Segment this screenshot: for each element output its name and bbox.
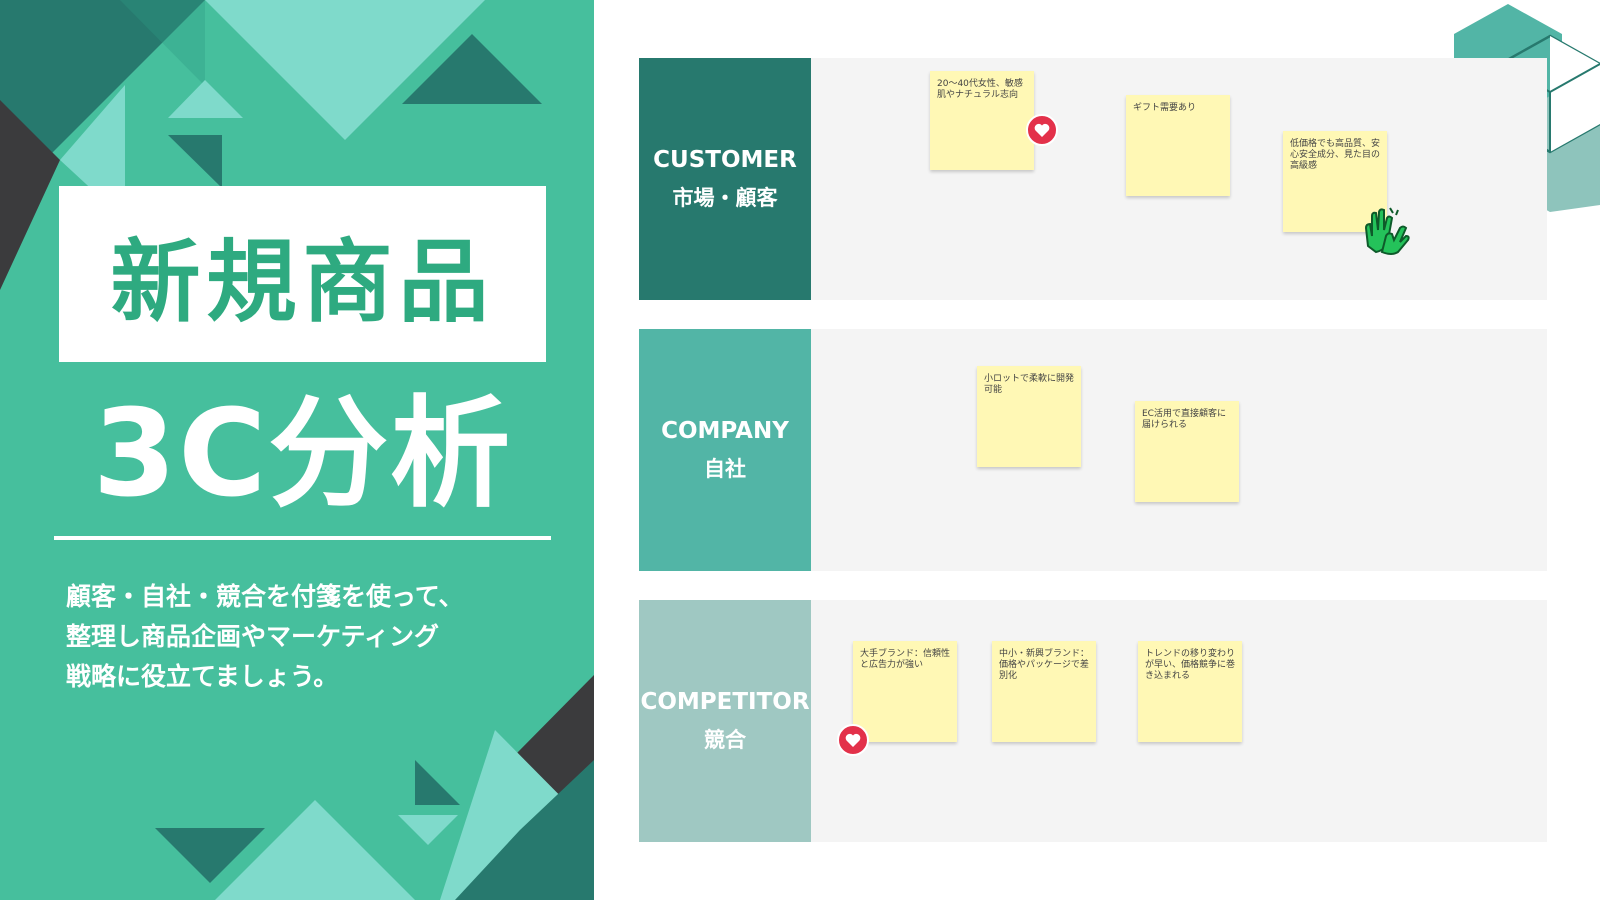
sticky-note[interactable]: EC活用で直接顧客に届けられる [1135,401,1239,502]
sticky-note[interactable]: ギフト需要あり [1126,95,1230,196]
sticky-note[interactable]: 中小・新興ブランド：価格やパッケージで差別化 [992,641,1096,742]
customer-label: CUSTOMER 市場・顧客 [639,58,811,300]
company-row: COMPANY 自社 小ロットで柔軟に開発可能 EC活用で直接顧客に届けられる [639,329,1547,571]
intro-panel: 新規商品 3C分析 顧客・自社・競合を付箋を使って、 整理し商品企画やマーケティ… [0,0,594,900]
competitor-label: COMPETITOR 競合 [639,600,811,842]
customer-label-en: CUSTOMER [653,147,797,173]
description: 顧客・自社・競合を付箋を使って、 整理し商品企画やマーケティング 戦略に役立てま… [66,577,566,697]
description-line: 顧客・自社・競合を付箋を使って、 [66,582,464,611]
description-line: 整理し商品企画やマーケティング [66,622,440,651]
company-label-en: COMPANY [661,418,789,444]
page-subtitle: 3C分析 [92,385,513,524]
geometric-background [0,0,594,900]
company-label-jp: 自社 [704,457,746,481]
heart-reaction-icon[interactable] [1026,114,1058,146]
customer-row: CUSTOMER 市場・顧客 20〜40代女性、敏感肌やナチュラル志向 ギフト需… [639,58,1547,300]
competitor-label-en: COMPETITOR [640,689,810,715]
sticky-note[interactable]: 小ロットで柔軟に開発可能 [977,366,1081,467]
heart-reaction-icon[interactable] [837,724,869,756]
sticky-note[interactable]: トレンドの移り変わりが早い、価格競争に巻き込まれる [1138,641,1242,742]
customer-label-jp: 市場・顧客 [672,186,778,210]
competitor-label-jp: 競合 [704,728,746,752]
company-label: COMPANY 自社 [639,329,811,571]
sticky-note[interactable]: 20〜40代女性、敏感肌やナチュラル志向 [930,71,1034,170]
title-box: 新規商品 [59,186,546,362]
divider [54,536,551,540]
competitor-row: COMPETITOR 競合 大手ブランド：信頼性と広告力が強い 中小・新興ブラン… [639,600,1547,842]
sticky-note[interactable]: 大手ブランド：信頼性と広告力が強い [853,641,957,742]
page-title: 新規商品 [110,230,495,335]
high-five-reaction-icon[interactable] [1360,206,1412,258]
sticky-note[interactable]: 低価格でも高品質、安心安全成分、見た目の高級感 [1283,131,1387,232]
description-line: 戦略に役立てましょう。 [66,662,339,691]
